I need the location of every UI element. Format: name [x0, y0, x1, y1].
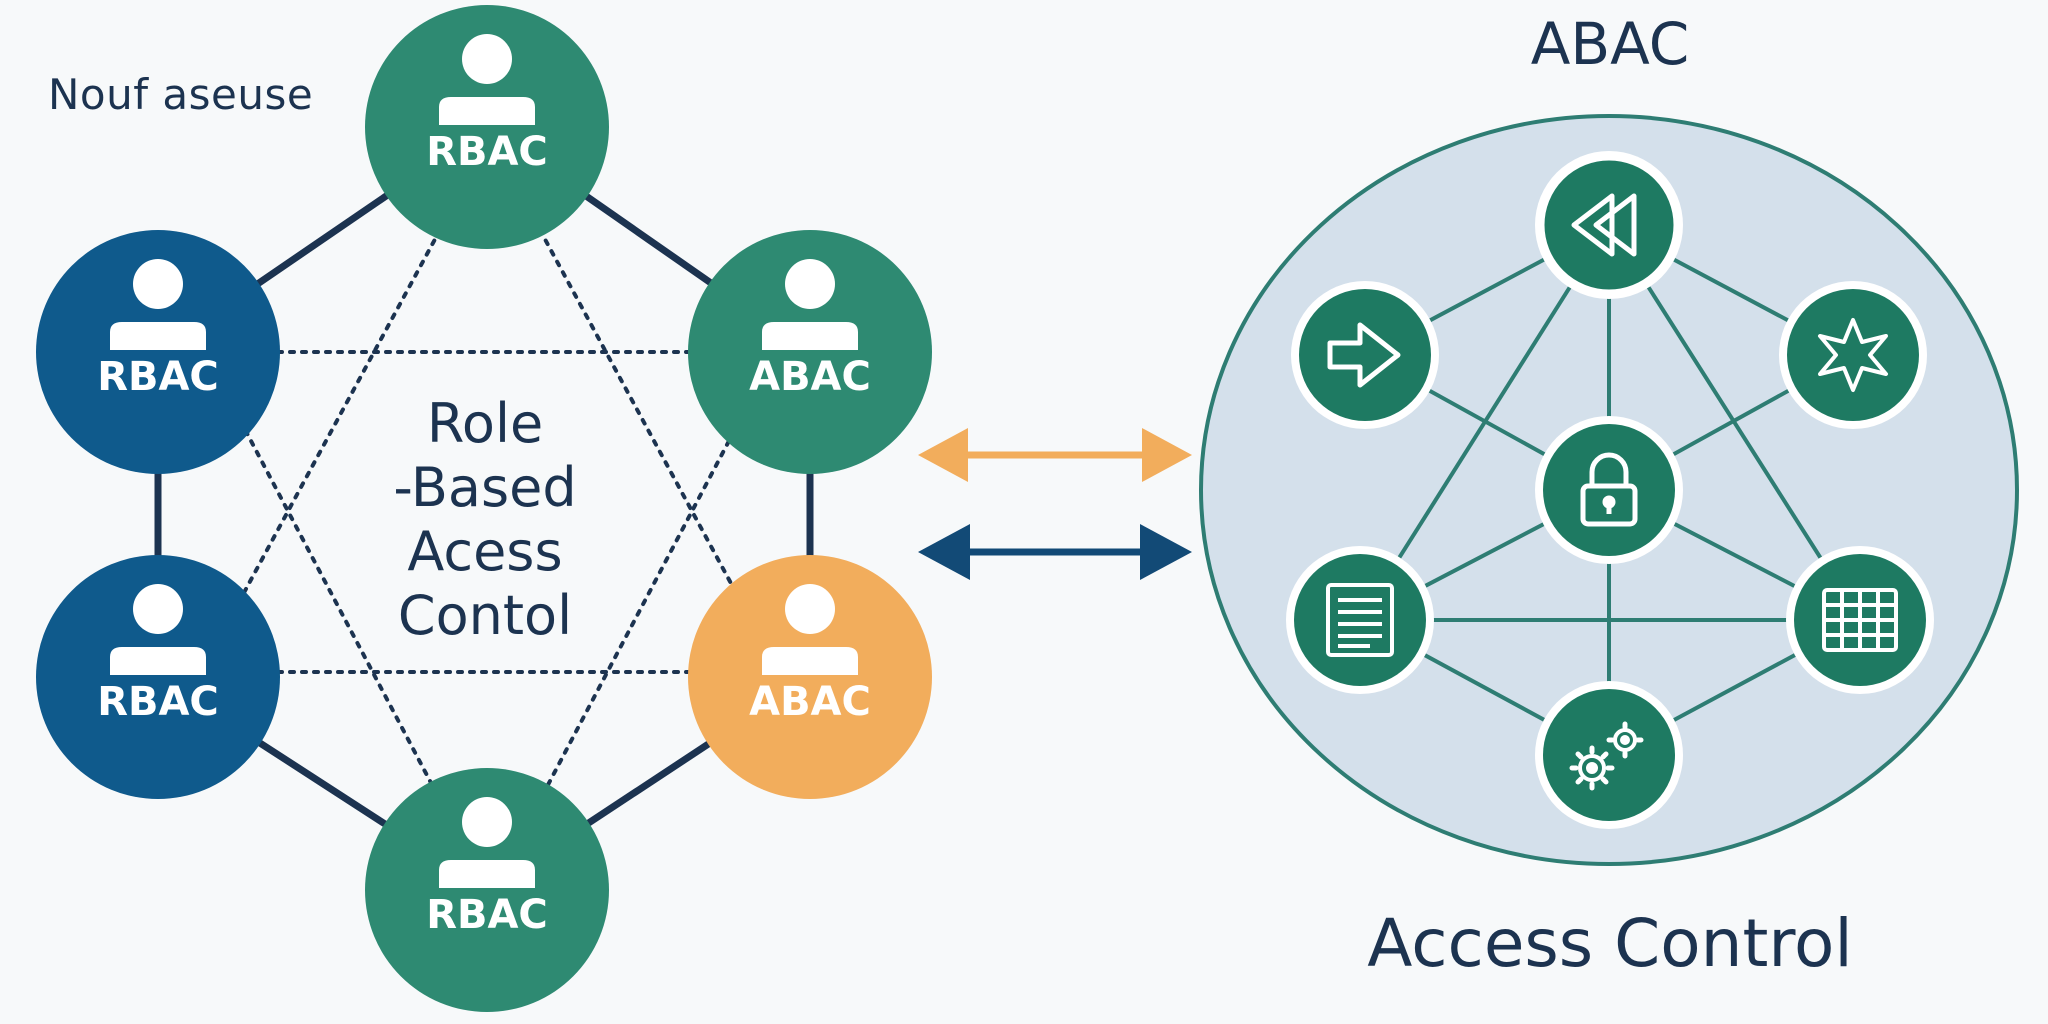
abac-icon-node-grid: [1786, 546, 1934, 694]
center-title: Role -Based Acess Contol: [345, 392, 625, 648]
rewind-icon: [1571, 193, 1637, 257]
role-node-circle: [688, 230, 932, 474]
role-node-2: ABAC: [688, 230, 932, 474]
double-arrow-navy: [918, 524, 1192, 580]
abac-icon-node-gears: [1535, 681, 1683, 829]
lock-icon: [1580, 452, 1638, 527]
role-node-1: RBAC: [365, 5, 609, 249]
double-arrow-orange: [918, 428, 1192, 482]
role-nodes: RBAC ABAC ABAC RBAC RBAC RBAC: [36, 5, 932, 1012]
user-icon: [110, 259, 206, 350]
abac-icon-node-rewind: [1535, 151, 1683, 299]
center-title-line-1: Role: [426, 392, 544, 455]
role-node-label: ABAC: [749, 354, 871, 400]
document-icon: [1326, 583, 1394, 657]
role-node-circle: [365, 5, 609, 249]
role-node-label: RBAC: [426, 129, 548, 175]
grid-table-icon: [1822, 588, 1898, 652]
star-burst-icon: [1818, 318, 1888, 392]
abac-icon-node-document: [1286, 546, 1434, 694]
abac-icon-node-lock: [1535, 416, 1683, 564]
user-icon: [762, 259, 858, 350]
role-node-circle: [36, 230, 280, 474]
abac-icon-node-arrow: [1291, 281, 1439, 429]
user-icon: [439, 797, 535, 888]
user-icon: [439, 34, 535, 125]
abac-title: ABAC: [1530, 10, 1690, 78]
abac-icon-node-star: [1779, 281, 1927, 429]
arrow-right-icon: [1327, 322, 1401, 388]
center-title-line-4: Contol: [397, 584, 573, 647]
role-node-circle: [36, 555, 280, 799]
access-control-title: Access Control: [1367, 905, 1853, 982]
role-node-5: RBAC: [36, 555, 280, 799]
role-node-label: RBAC: [97, 354, 219, 400]
role-node-label: RBAC: [97, 679, 219, 725]
role-node-circle: [365, 768, 609, 1012]
role-node-4: RBAC: [365, 768, 609, 1012]
role-node-label: RBAC: [426, 892, 548, 938]
role-node-label: ABAC: [749, 679, 871, 725]
center-title-line-2: -Based: [393, 456, 577, 519]
user-icon: [110, 584, 206, 675]
role-node-6: RBAC: [36, 230, 280, 474]
center-title-line-3: Acess: [407, 520, 563, 583]
gears-icon: [1569, 721, 1644, 791]
role-node-circle: [688, 555, 932, 799]
corner-label: Nouf aseuse: [48, 70, 314, 119]
user-icon: [762, 584, 858, 675]
role-node-3: ABAC: [688, 555, 932, 799]
